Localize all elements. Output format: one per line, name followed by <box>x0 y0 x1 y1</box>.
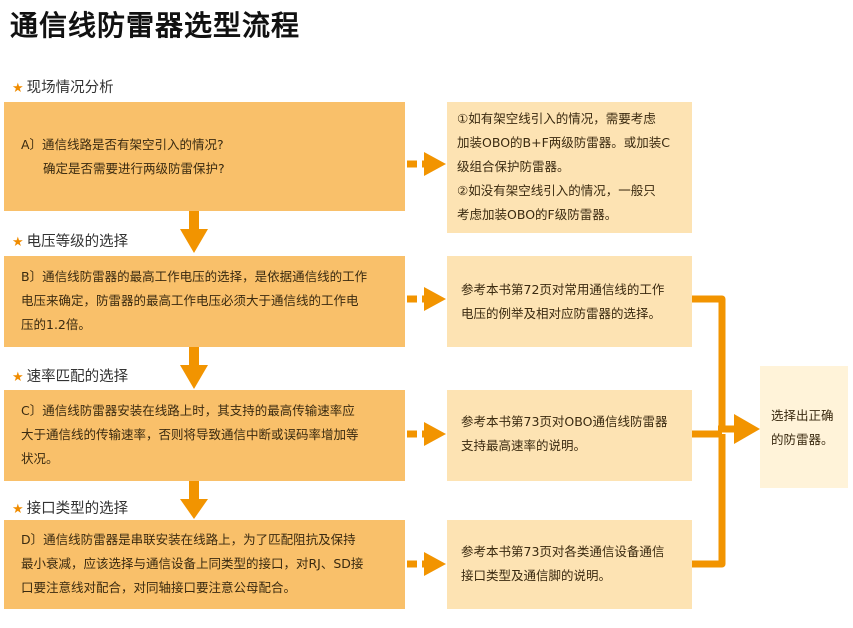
star-icon: ★ <box>12 81 24 96</box>
step-b-line: 压的1.2倍。 <box>21 317 91 332</box>
step-a-note-line: ②如没有架空线引入的情况，一般只 <box>457 183 656 198</box>
step-a-note-line: 加装OBO的B+F两级防雷器。或加装C <box>457 135 671 150</box>
section-label-site-analysis: ★现场情况分析 <box>12 80 114 96</box>
connector-d <box>692 434 726 568</box>
step-d-note-line: 参考本书第73页对各类通信设备通信 <box>461 544 665 559</box>
step-b-line: 电压来确定，防雷器的最高工作电压必须大于通信线的工作电 <box>21 293 359 308</box>
step-a-note-box: ①如有架空线引入的情况，需要考虑 加装OBO的B+F两级防雷器。或加装C 级组合… <box>447 102 692 233</box>
result-arrow-head <box>734 414 760 444</box>
result-line: 选择出正确 <box>771 408 834 423</box>
step-d-note-line: 接口类型及通信脚的说明。 <box>461 568 612 583</box>
step-c-note-box: 参考本书第73页对OBO通信线防雷器 支持最高速率的说明。 <box>447 390 692 481</box>
step-c-note-line: 支持最高速率的说明。 <box>461 438 587 453</box>
section-label-interface: ★接口类型的选择 <box>12 501 129 517</box>
connector-b <box>692 295 726 428</box>
step-c-line: C〕通信线防雷器安装在线路上时，其支持的最高传输速率应 <box>21 403 355 418</box>
step-c-note-line: 参考本书第73页对OBO通信线防雷器 <box>461 414 668 429</box>
step-d-line: 最小衰减，应该选择与通信设备上同类型的接口，对RJ、SD接 <box>21 556 364 571</box>
step-a-box: A〕通信线路是否有架空引入的情况? 确定是否需要进行两级防雷保护? <box>4 102 405 211</box>
step-d-line: 口要注意线对配合，对同轴接口要注意公母配合。 <box>21 580 297 595</box>
star-icon: ★ <box>12 502 24 517</box>
step-d-box: D〕通信线防雷器是串联安装在线路上，为了匹配阻抗及保持 最小衰减，应该选择与通信… <box>4 520 405 609</box>
step-c-line: 状况。 <box>21 451 59 466</box>
down-arrow-a-b <box>180 211 208 253</box>
star-icon: ★ <box>12 370 24 385</box>
step-a-note-line: 级组合保护防雷器。 <box>457 159 570 174</box>
step-c-line: 大于通信线的传输速率，否则将导致通信中断或误码率增加等 <box>21 427 359 442</box>
star-icon: ★ <box>12 235 24 250</box>
step-d-line: D〕通信线防雷器是串联安装在线路上，为了匹配阻抗及保持 <box>21 532 356 547</box>
step-a-line: 确定是否需要进行两级防雷保护? <box>43 161 225 176</box>
down-arrow-b-c <box>180 347 208 389</box>
section-label-voltage: ★电压等级的选择 <box>12 234 129 250</box>
step-a-note-line: ①如有架空线引入的情况，需要考虑 <box>457 111 656 126</box>
step-b-line: B〕通信线防雷器的最高工作电压的选择，是依据通信线的工作 <box>21 269 368 284</box>
step-c-box: C〕通信线防雷器安装在线路上时，其支持的最高传输速率应 大于通信线的传输速率，否… <box>4 390 405 481</box>
down-arrow-c-d <box>180 481 208 519</box>
result-line: 的防雷器。 <box>771 432 834 447</box>
step-b-note-box: 参考本书第72页对常用通信线的工作 电压的例举及相对应防雷器的选择。 <box>447 256 692 347</box>
step-a-note-line: 考虑加装OBO的F级防雷器。 <box>457 207 618 222</box>
step-a-line: A〕通信线路是否有架空引入的情况? <box>21 137 224 152</box>
result-box: 选择出正确 的防雷器。 <box>760 366 848 488</box>
step-b-note-line: 参考本书第72页对常用通信线的工作 <box>461 282 665 297</box>
page-title: 通信线防雷器选型流程 <box>10 9 301 42</box>
step-b-box: B〕通信线防雷器的最高工作电压的选择，是依据通信线的工作 电压来确定，防雷器的最… <box>4 256 405 347</box>
section-label-rate: ★速率匹配的选择 <box>12 369 129 385</box>
step-d-note-box: 参考本书第73页对各类通信设备通信 接口类型及通信脚的说明。 <box>447 520 692 609</box>
step-b-note-line: 电压的例举及相对应防雷器的选择。 <box>461 306 662 321</box>
